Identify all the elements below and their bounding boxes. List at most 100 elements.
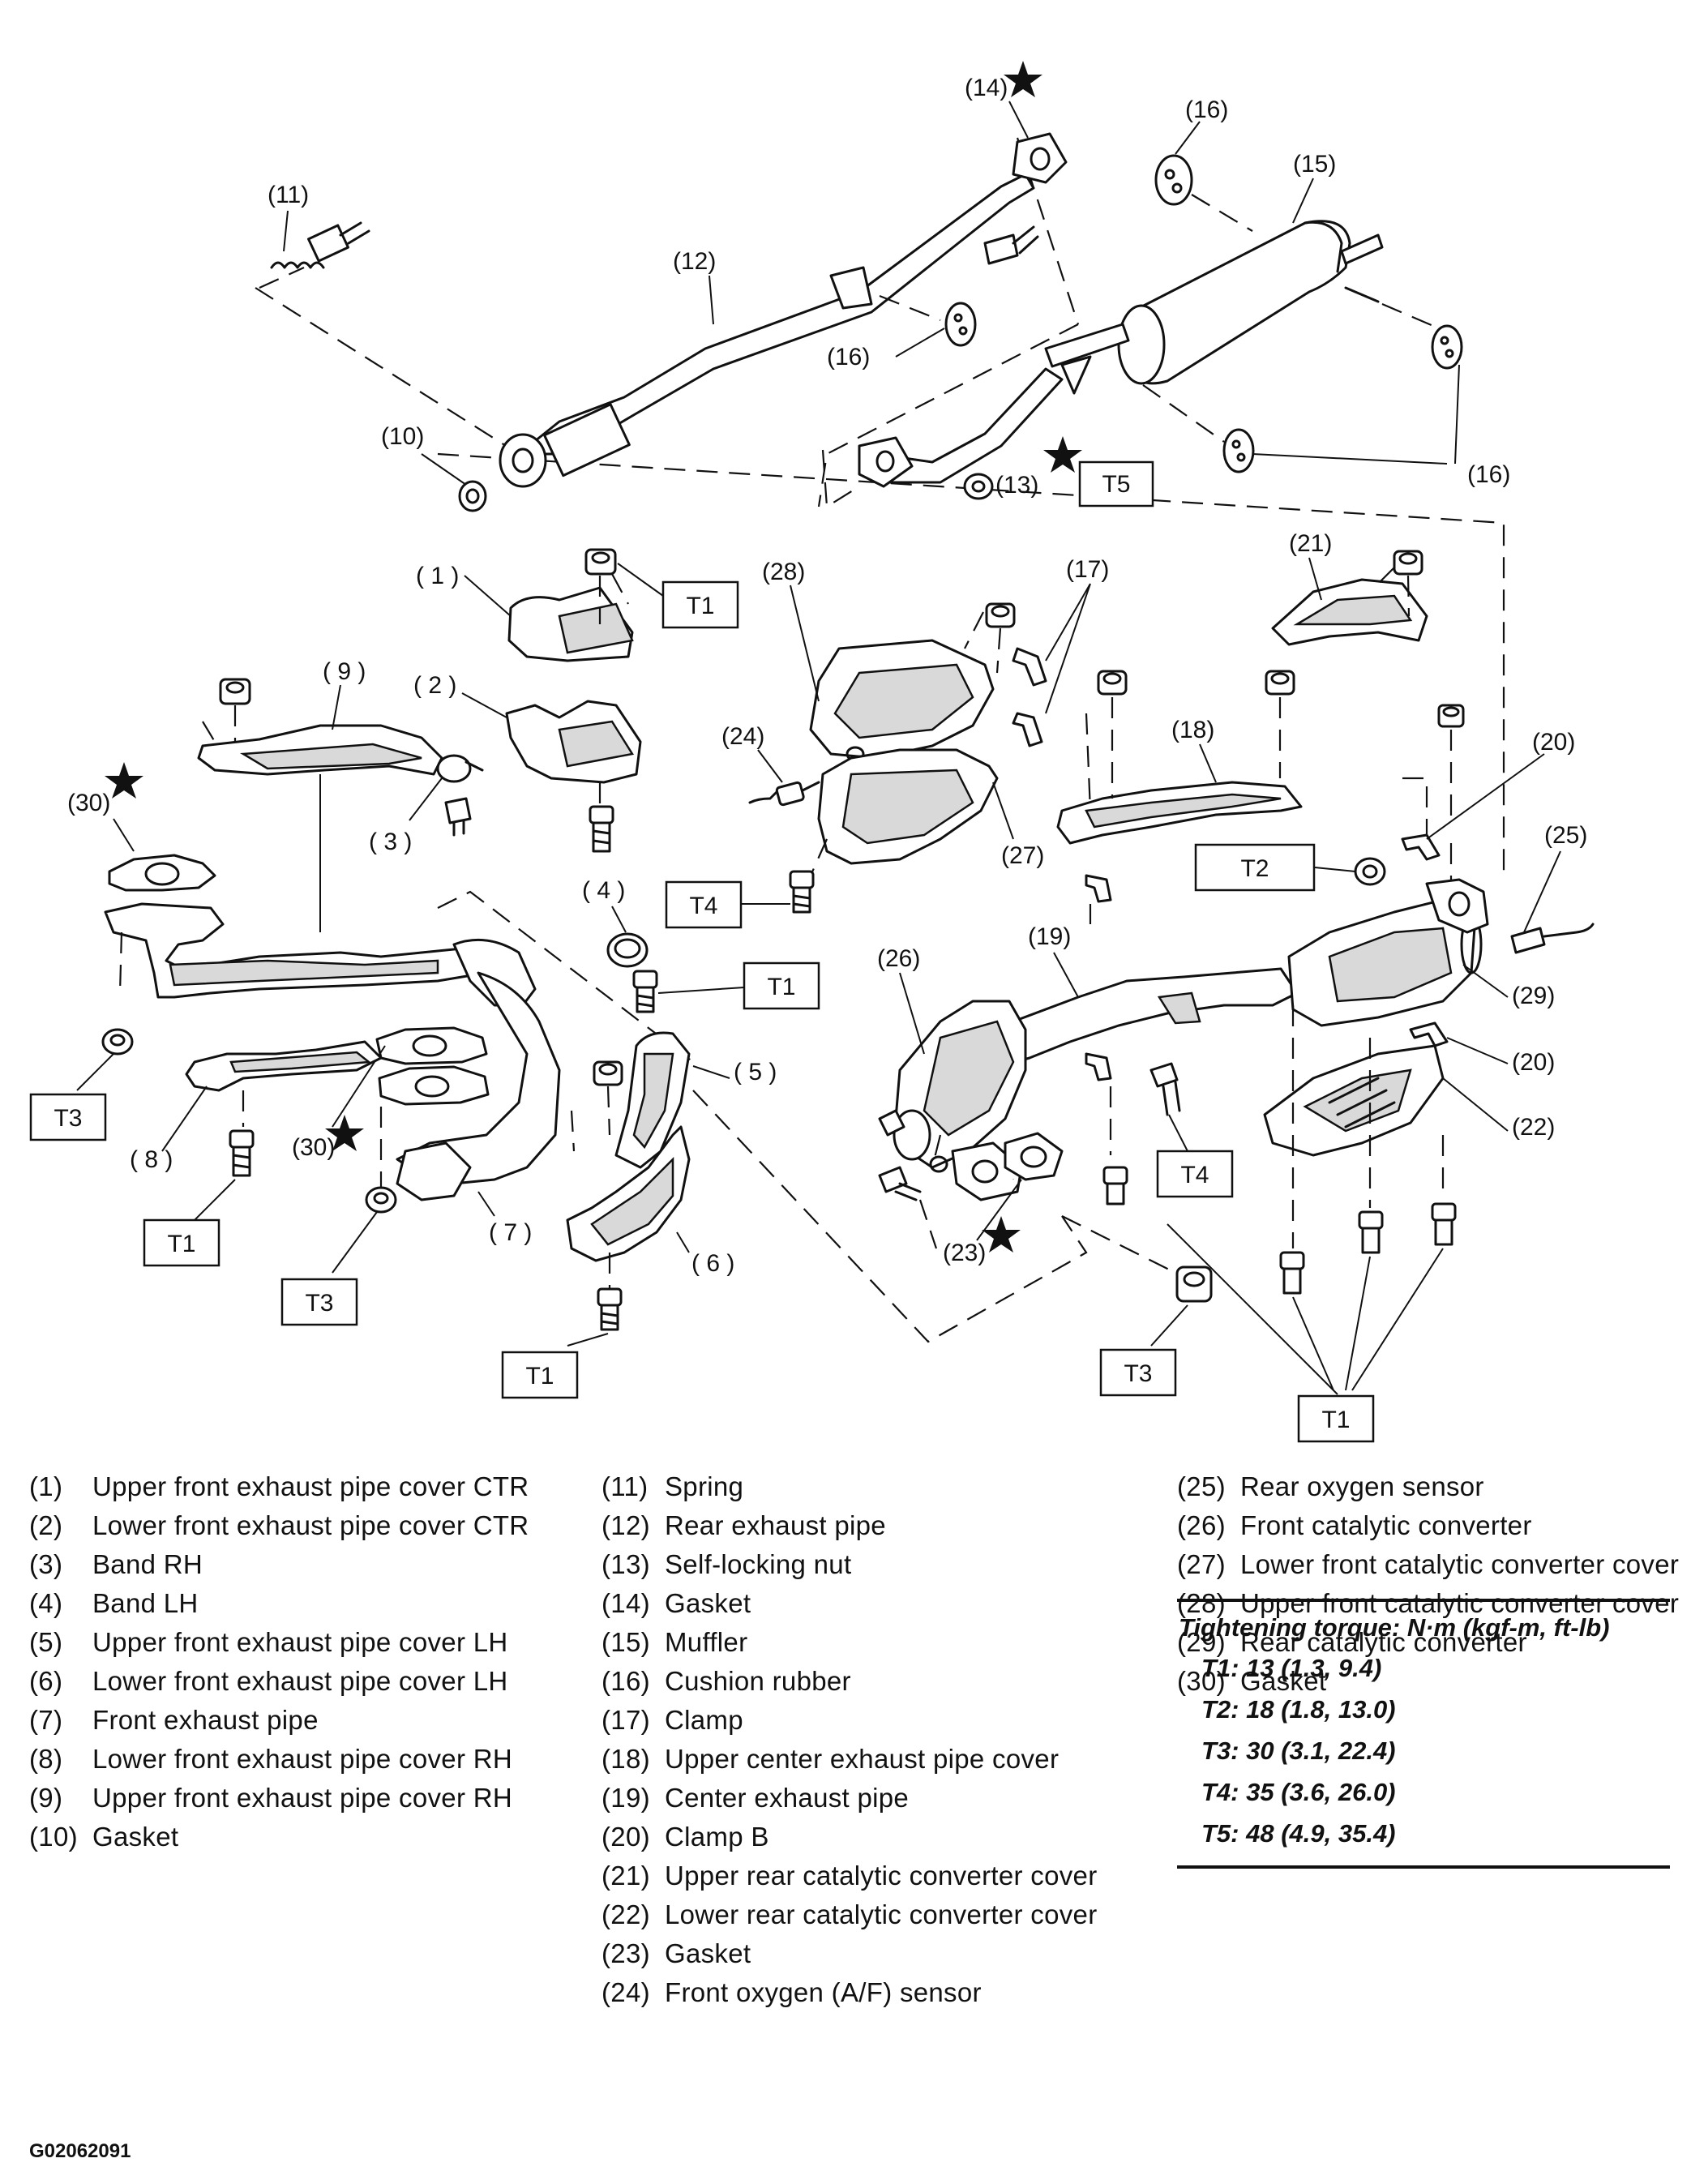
label-28: (28) [762, 559, 805, 585]
svg-text:T1: T1 [525, 1363, 554, 1390]
rear-oxygen-sensor [1510, 923, 1595, 954]
bolt-icon [229, 1129, 255, 1177]
legend-item: (4)Band LH [29, 1588, 199, 1618]
label-4: ( 4 ) [582, 877, 625, 904]
band-lh [606, 932, 649, 968]
clamp-icon [1085, 874, 1112, 903]
lower-front-exhaust-pipe-cover-ctr [505, 700, 642, 784]
label-14: (14) [965, 75, 1008, 101]
torque-box-t3-left: T3 [29, 1093, 107, 1141]
bolt-icon [1102, 1166, 1128, 1205]
gasket-14 [1012, 132, 1068, 184]
legend-item: (26)Front catalytic converter [1177, 1510, 1532, 1540]
spring [270, 221, 370, 269]
svg-text:T4: T4 [1180, 1162, 1209, 1188]
legend-column-2: (11)Spring (12)Rear exhaust pipe (13)Sel… [601, 1467, 1128, 2012]
tightening-torque-table: Tightening torque: N·m (kgf-m, ft-lb) T1… [1177, 1599, 1670, 1869]
legend-item: (18)Upper center exhaust pipe cover [601, 1744, 1060, 1774]
label-6: ( 6 ) [691, 1250, 734, 1277]
nut-icon [1393, 550, 1423, 576]
torque-box-t1-cover1: T1 [661, 580, 739, 629]
label-16b: (16) [827, 344, 870, 370]
legend-item: (24)Front oxygen (A/F) sensor [601, 1977, 982, 2007]
label-30a: (30) [67, 790, 110, 816]
legend-item: (9)Upper front exhaust pipe cover RH [29, 1783, 512, 1813]
torque-box-t5: T5 [1078, 460, 1154, 507]
legend-item: (12)Rear exhaust pipe [601, 1510, 886, 1540]
star-icon [1043, 436, 1082, 473]
legend-item: (8)Lower front exhaust pipe cover RH [29, 1744, 512, 1774]
clamp-b-lower [1409, 1021, 1449, 1047]
bolt-icon [589, 805, 614, 853]
legend-item: (11)Spring [601, 1471, 744, 1501]
nut-icon [1175, 1265, 1213, 1303]
label-15: (15) [1293, 151, 1336, 178]
svg-text:T4: T4 [689, 893, 717, 919]
torque-box-t1-left: T1 [143, 1218, 220, 1267]
svg-text:T1: T1 [167, 1231, 195, 1257]
label-8: ( 8 ) [130, 1146, 173, 1173]
cushion-rubber-mid [944, 302, 977, 347]
label-16c: (16) [1467, 461, 1510, 488]
legend-item: (2)Lower front exhaust pipe cover CTR [29, 1510, 529, 1540]
front-exhaust-pipe [104, 902, 561, 1201]
svg-text:T5: T5 [1102, 471, 1130, 498]
legend-item: (14)Gasket [601, 1588, 751, 1618]
upper-rear-catalytic-converter-cover [1271, 578, 1428, 646]
label-24: (24) [721, 723, 764, 750]
label-21: (21) [1289, 530, 1332, 557]
clamp-icon [1085, 1052, 1112, 1081]
bolt-icon [1279, 1202, 1457, 1295]
label-7: ( 7 ) [489, 1219, 532, 1246]
legend-column-3: (25)Rear oxygen sensor (26)Front catalyt… [1177, 1467, 1680, 1701]
svg-text:T3: T3 [54, 1105, 82, 1132]
nut-icon [1354, 857, 1386, 886]
torque-row: T4: 35 (3.6, 26.0) [1201, 1778, 1396, 1806]
gasket-30-left [108, 854, 216, 892]
divider [1177, 1599, 1670, 1602]
legend-item: (21)Upper rear catalytic converter cover [601, 1861, 1098, 1891]
torque-box-t3-right: T3 [1099, 1348, 1177, 1397]
label-23: (23) [943, 1240, 986, 1266]
nut-icon [584, 548, 617, 576]
legend-item: (13)Self-locking nut [601, 1549, 852, 1579]
lower-front-exhaust-pipe-cover-lh [566, 1125, 691, 1262]
legend-item: (17)Clamp [601, 1705, 743, 1735]
legend-column-1: (1)Upper front exhaust pipe cover CTR (2… [29, 1467, 532, 1856]
legend-item: (28)Upper front catalytic converter cove… [1177, 1588, 1680, 1618]
torque-title: Tightening torque: N·m (kgf-m, ft-lb) [1179, 1613, 1610, 1642]
front-oxygen-sensor [748, 781, 820, 807]
torque-box-t1-right: T1 [1297, 1394, 1375, 1443]
muffler [1044, 220, 1384, 385]
legend-item: (5)Upper front exhaust pipe cover LH [29, 1627, 508, 1657]
nut-icon [219, 678, 251, 705]
label-11: (11) [268, 182, 309, 208]
svg-text:T1: T1 [686, 593, 714, 619]
label-19: (19) [1028, 923, 1071, 950]
label-22: (22) [1512, 1114, 1555, 1141]
legend-item: (16)Cushion rubber [601, 1666, 851, 1696]
label-25: (25) [1544, 822, 1587, 849]
label-20a: (20) [1532, 729, 1575, 756]
label-3: ( 3 ) [369, 829, 412, 855]
torque-box-t2-center: T2 [1194, 843, 1316, 892]
gasket-10 [458, 480, 487, 512]
torque-box-t1-lower: T1 [501, 1351, 579, 1399]
legend-item: (20)Clamp B [601, 1822, 769, 1852]
torque-box-t3-mid: T3 [280, 1278, 358, 1326]
label-18: (18) [1171, 717, 1214, 743]
star-icon [105, 762, 143, 799]
cushion-rubber-right [1222, 324, 1463, 473]
label-1: ( 1 ) [416, 563, 459, 589]
torque-box-t4-cat: T4 [665, 880, 743, 929]
legend-item: (25)Rear oxygen sensor [1177, 1471, 1484, 1501]
upper-front-exhaust-pipe-cover-lh [614, 1031, 691, 1169]
rear-catalytic-converter [1287, 878, 1489, 1027]
svg-text:T3: T3 [305, 1290, 333, 1317]
label-26: (26) [877, 945, 920, 972]
bolt-icon [789, 870, 815, 914]
figure-id: G02062091 [29, 2140, 131, 2162]
legend-item: (6)Lower front exhaust pipe cover LH [29, 1666, 508, 1696]
gasket-23 [1004, 1132, 1064, 1181]
star-icon [325, 1115, 364, 1151]
